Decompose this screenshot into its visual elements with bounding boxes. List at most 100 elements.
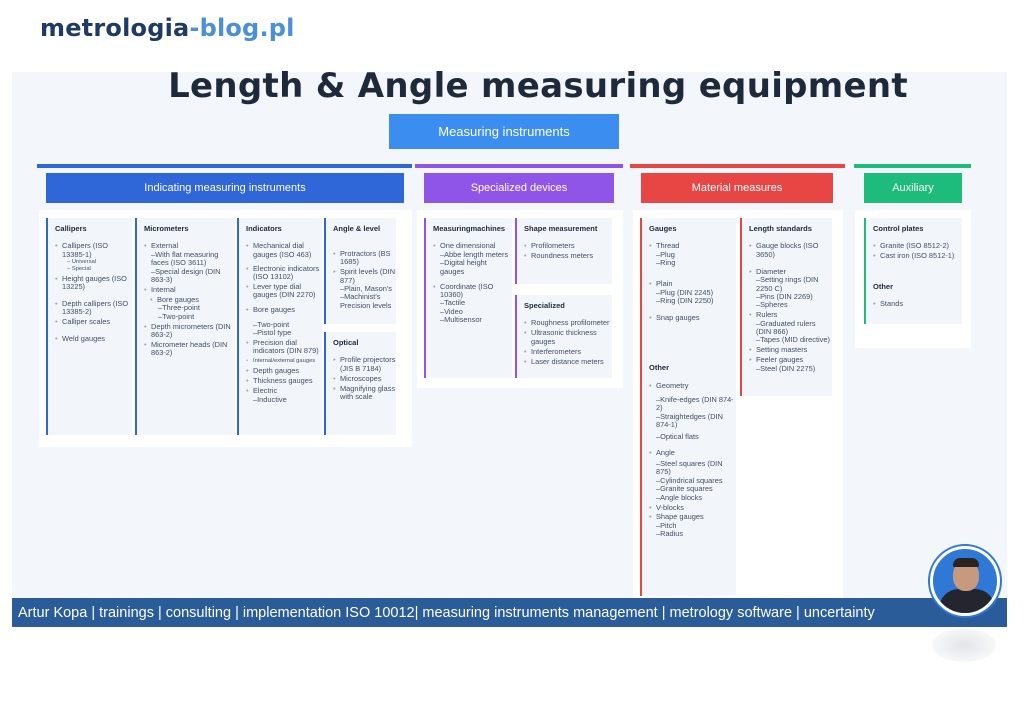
indicators-column: Indicators Mechanical dial gauges (ISO 4… (239, 218, 322, 435)
optical-column: Optical Profile projectors (JIS B 7184) … (326, 332, 396, 435)
list-subitem: –Granite squares (656, 484, 713, 494)
list-item: Thread (649, 241, 736, 251)
machines-line (424, 218, 426, 378)
list-item: Cast iron (ISO 8512-1) (873, 251, 962, 261)
list-subitem: –Tactile (440, 298, 466, 308)
auxiliary-line (864, 218, 866, 324)
list-item: Plain (649, 279, 736, 289)
list-item: Shape gauges (649, 513, 736, 523)
list-item: Precision dial indicators (DIN 879) (246, 338, 322, 356)
indicating-top-line (37, 164, 412, 168)
list-item: Micrometer heads (DIN 863-2) (144, 340, 235, 358)
list-subitem: –With flat measuring faces (ISO 3611) (151, 249, 219, 268)
micrometers-heading: Micrometers (144, 224, 189, 233)
list-item: Angle (649, 448, 736, 458)
list-subitem: –Pins (DIN 2269) (756, 291, 813, 301)
list-subitem: –Three-point (158, 303, 200, 313)
avatar-body (939, 589, 995, 613)
specialized-top-line (415, 164, 623, 168)
list-subitem: –Pistol type (253, 328, 292, 338)
material-top-line (630, 164, 845, 168)
auxiliary-top-line (854, 164, 971, 168)
list-item: Internal/external gauges (246, 357, 322, 366)
list-subitem: – Special (67, 266, 91, 273)
list-subitem: –Machinist's Precision levels (340, 292, 392, 310)
gauges-line (640, 218, 642, 596)
specialized-line (515, 295, 517, 378)
list-subitem: –Ring (DIN 2250) (656, 295, 714, 305)
list-item: Electric (246, 386, 322, 396)
list-subitem: –Optical flats (656, 431, 699, 441)
list-item: Interferometers (524, 347, 612, 357)
list-subitem: –Abbe length meters (440, 249, 509, 259)
list-subitem: –Multisensor (440, 315, 482, 325)
logo-part-1: metrologia (40, 14, 190, 42)
machines-column: Measuringmachines One dimensional –Abbe … (426, 218, 512, 378)
group-auxiliary: Auxiliary (864, 173, 962, 203)
site-logo[interactable]: metrologia-blog.pl (40, 14, 295, 42)
list-item: Depth gauges (246, 366, 322, 376)
callipers-heading: Callipers (55, 224, 87, 233)
list-item: Feeler gauges (749, 355, 832, 365)
list-item: Coordinate (ISO 10360) (433, 282, 512, 300)
gauges-heading: Gauges (649, 224, 677, 233)
list-item: Calliper scales (55, 317, 132, 327)
list-subitem: –Cylindrical squares (656, 475, 723, 485)
list-subitem: –Video (440, 306, 463, 316)
list-subitem: –Plain, Mason's (340, 284, 392, 294)
machines-heading: Measuringmachines (433, 224, 506, 233)
list-subitem: –Setting rings (DIN 2250 C) (756, 275, 819, 293)
list-item: Height gauges (ISO 13225) (55, 274, 132, 292)
avatar-shadow (932, 628, 996, 662)
length-line (740, 218, 742, 396)
list-item: Geometry (649, 381, 736, 391)
micrometers-line (135, 218, 137, 435)
list-item: Protractors (BS 1685) (333, 249, 396, 267)
auxiliary-column: Control plates Granite (ISO 8512-2) Cast… (866, 218, 962, 324)
root-node: Measuring instruments (389, 114, 619, 149)
list-item: Snap gauges (649, 313, 736, 323)
list-subitem: –Plug (656, 249, 675, 259)
angle-heading: Angle & level (333, 224, 381, 233)
callipers-column: Callipers Callipers (ISO 13385-1) – Univ… (48, 218, 132, 435)
specialized-column: Specialized Roughness profilometer Ultra… (517, 295, 612, 378)
specialized-heading: Specialized (524, 301, 565, 310)
list-item: Roundness meters (524, 251, 612, 261)
list-item: Callipers (ISO 13385-1) (55, 242, 132, 259)
list-item: Roughness profilometer (524, 318, 612, 328)
list-subitem: –Angle blocks (656, 492, 703, 502)
avatar-hair (953, 558, 979, 567)
list-item: Profile projectors (JIS B 7184) (333, 356, 396, 373)
list-item: Setting masters (749, 345, 832, 355)
group-specialized: Specialized devices (424, 173, 614, 203)
list-subitem: – Universal (67, 259, 96, 266)
gauges-column: Gauges Thread –Plug –Ring Plain –Plug (D… (642, 218, 736, 596)
list-item: Granite (ISO 8512-2) (873, 241, 962, 251)
list-subitem: Bore gauges (150, 295, 235, 305)
list-item: Depth micrometers (DIN 863-2) (144, 322, 235, 340)
list-subitem: –Inductive (253, 394, 287, 404)
list-subitem: –Graduated rulers (DIN 866) (756, 318, 816, 337)
list-item: Depth callipers (ISO 13385-2) (55, 299, 132, 317)
aux-other-heading: Other (873, 281, 894, 291)
list-subitem: –Radius (656, 529, 684, 539)
list-subitem: –Steel squares (DIN 875) (656, 459, 723, 477)
list-subitem: –Knife-edges (DIN 874-2) (656, 395, 734, 413)
shape-column: Shape measurement Profilometers Roundnes… (517, 218, 612, 284)
optical-heading: Optical (333, 338, 359, 347)
list-item: Ultrasonic thickness gauges (524, 329, 612, 346)
list-subitem: –Pitch (656, 520, 677, 530)
group-indicating: Indicating measuring instruments (46, 173, 404, 203)
footer-banner: Artur Kopa | trainings | consulting | im… (12, 598, 1007, 627)
other-gauges-heading: Other (649, 363, 670, 373)
list-item: Weld gauges (55, 334, 132, 344)
length-column: Length standards Gauge blocks (ISO 3650)… (742, 218, 832, 396)
micrometers-column: Micrometers External –With flat measurin… (137, 218, 235, 435)
list-subitem: –Plug (DIN 2245) (656, 287, 714, 297)
list-item: Lever type dial gauges (DIN 2270) (246, 282, 322, 300)
list-item: Magnifying glass with scale (333, 384, 396, 402)
list-subitem: –Two-point (158, 311, 195, 321)
list-subitem: –Spheres (756, 300, 788, 310)
optical-line (324, 332, 326, 435)
list-item: Diameter (749, 267, 832, 277)
